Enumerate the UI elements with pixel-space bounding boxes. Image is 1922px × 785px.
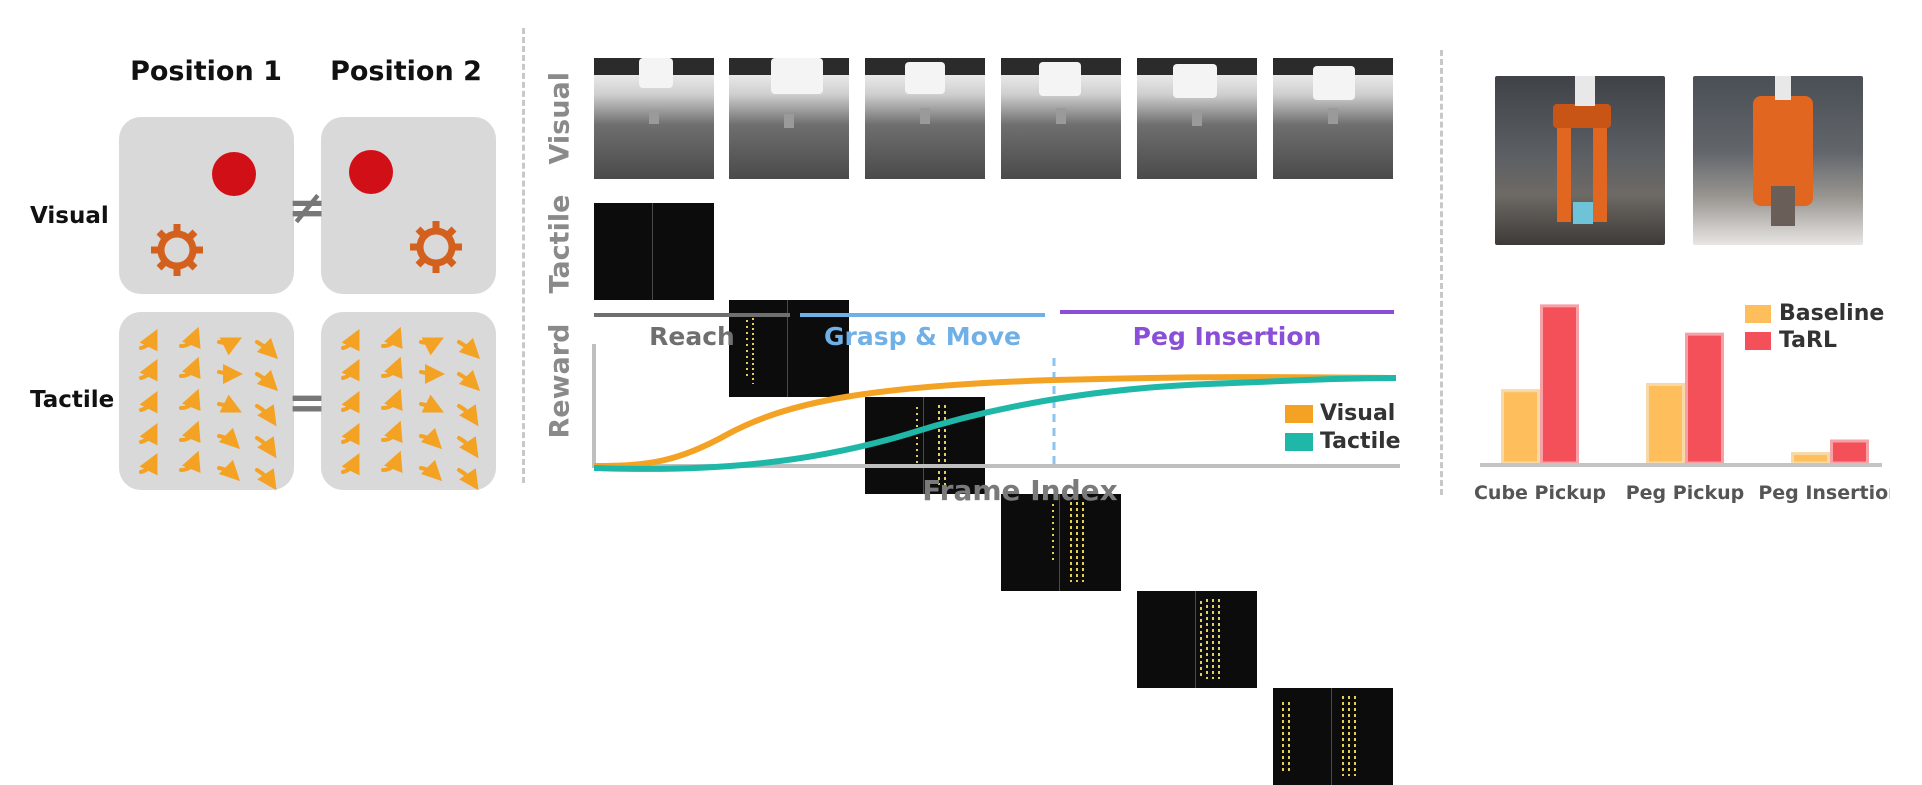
tactile-frame-6 [1273, 688, 1393, 785]
visual-position-1-cell [119, 117, 294, 294]
tactile-frame-3 [865, 397, 985, 494]
tactile-strip-label: Tactile [544, 194, 576, 294]
tactile-frame-1 [594, 203, 714, 300]
bar-tarl-peg-pickup [1685, 332, 1724, 465]
reward-axis-label: Reward [544, 323, 576, 439]
tactile-reward-curve [593, 375, 1397, 472]
position-1-title: Position 1 [130, 56, 282, 87]
legend-swatch-tactile [1285, 433, 1313, 451]
legend-label-tarl: TaRL [1779, 328, 1837, 353]
visual-strip-label: Visual [544, 72, 576, 165]
visual-position-2-cell [321, 117, 496, 294]
tactile-arrow-field-2 [341, 326, 481, 490]
category-label-peg-pickup: Peg Pickup [1626, 482, 1745, 504]
visual-position-1-scene [151, 152, 256, 276]
gear-icon [410, 221, 462, 273]
visual-frame-4 [1001, 58, 1121, 179]
tactile-frame-5 [1137, 591, 1257, 688]
legend-swatch-visual [1285, 405, 1313, 423]
gear-icon [151, 224, 203, 276]
category-label-cube-pickup: Cube Pickup [1474, 482, 1606, 504]
left-divider [522, 28, 525, 483]
bar-tarl-peg-insertion [1830, 439, 1869, 465]
phase-label-grasp-move: Grasp & Move [823, 322, 1021, 351]
tactile-position-1-cell [119, 312, 294, 490]
robot-photo-peg-insertion [1693, 76, 1863, 245]
visual-frame-5 [1137, 58, 1257, 179]
bar-baseline-peg-pickup [1646, 382, 1685, 465]
phase-label-reach: Reach [649, 322, 735, 351]
position-2-title: Position 2 [330, 56, 482, 87]
success-rate-bar-chart: Cube Pickup Peg Pickup Peg Insertion [1474, 304, 1890, 504]
visual-frame-3 [865, 58, 985, 179]
bar-baseline-peg-insertion [1791, 452, 1830, 465]
phase-label-peg-insertion: Peg Insertion [1132, 322, 1322, 351]
visual-frame-6 [1273, 58, 1393, 179]
phase-bar-peg-insertion [1060, 310, 1394, 314]
tactile-position-2-cell [321, 312, 496, 490]
visual-reward-curve [593, 374, 1397, 469]
not-equal-sign: ≠ [287, 180, 327, 234]
legend-label-tactile: Tactile [1320, 429, 1401, 454]
category-label-peg-insertion: Peg Insertion [1758, 482, 1890, 504]
visual-frame-2 [729, 58, 849, 179]
red-ball-icon [212, 152, 256, 196]
visual-position-2-scene [349, 150, 462, 273]
legend-swatch-baseline [1745, 305, 1771, 323]
legend-swatch-tarl [1745, 332, 1771, 350]
tactile-frame-4 [1001, 494, 1121, 591]
red-ball-icon [349, 150, 393, 194]
phase-bar-reach [594, 313, 790, 317]
visual-frame-1 [594, 58, 714, 179]
equal-sign: = [287, 375, 327, 429]
reward-curve-plot [592, 344, 1400, 472]
frame-index-label: Frame Index [922, 474, 1118, 507]
bar-tarl-cube-pickup [1540, 304, 1579, 465]
visual-row-label: Visual [30, 203, 109, 229]
tactile-row-label: Tactile [30, 387, 115, 413]
legend-label-visual: Visual [1320, 401, 1396, 426]
robot-photo-cube-pickup [1495, 76, 1665, 245]
phase-bar-grasp-move [800, 313, 1045, 317]
right-divider [1440, 50, 1443, 495]
tactile-arrow-field-1 [139, 326, 279, 490]
bar-baseline-cube-pickup [1501, 389, 1540, 465]
legend-label-baseline: Baseline [1779, 301, 1885, 326]
